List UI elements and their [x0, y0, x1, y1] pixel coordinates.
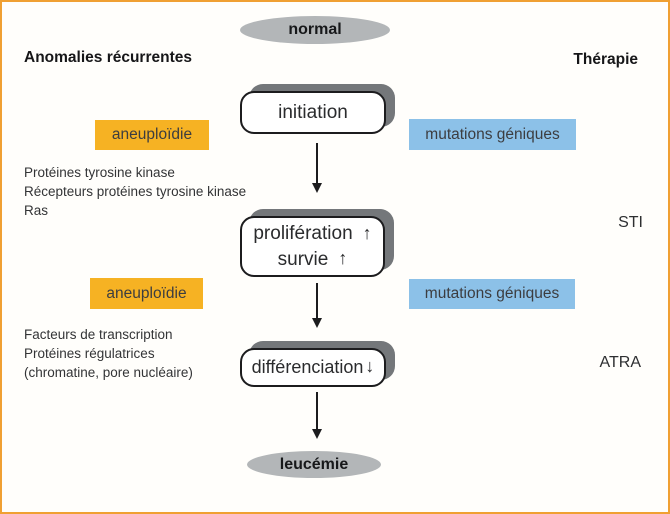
differentiation-label: différenciation [251, 357, 364, 378]
differentiation-row: différenciation ↓ [252, 355, 375, 379]
anomalies-group-2-line-3: (chromatine, pore nucléaire) [24, 365, 193, 380]
aneuploidy-tag-1: aneuploïdie [95, 120, 209, 150]
initiation-label: initiation [278, 101, 348, 123]
leukemia-state-label: leucémie [279, 455, 349, 473]
down-arrow-icon: ↓ [365, 356, 375, 377]
anomalies-group-2-line-1: Facteurs de transcription [24, 327, 173, 342]
arrow-proliferation-to-differentiation [316, 283, 318, 319]
leukemia-state-node: leucémie [247, 451, 381, 478]
proliferation-survival-node: prolifération ↑ survie ↑ [240, 209, 394, 277]
aneuploidy-tag-2: aneuploïdie [90, 278, 203, 309]
therapy-atra-label: ATRA [599, 354, 641, 371]
anomalies-group-1-line-3: Ras [24, 203, 49, 218]
survival-label: survie [277, 248, 329, 270]
proliferation-survival-node-face: prolifération ↑ survie ↑ [240, 216, 385, 277]
proliferation-row: prolifération ↑ [253, 221, 371, 247]
initiation-node: initiation [240, 84, 395, 134]
proliferation-label: prolifération [253, 222, 353, 244]
gene-mutations-tag-2: mutations géniques [409, 279, 575, 309]
anomalies-group-1-line-2: Récepteurs protéines tyrosine kinase [24, 184, 247, 199]
therapy-heading: Thérapie [573, 51, 638, 68]
arrow-differentiation-to-leukemia [316, 392, 318, 430]
anomalies-group-1-line-1: Protéines tyrosine kinase [24, 165, 175, 180]
differentiation-node-face: différenciation ↓ [240, 348, 386, 387]
arrow-initiation-to-proliferation [316, 143, 318, 184]
normal-state-label: normal [288, 21, 342, 38]
gene-mutations-tag-1: mutations géniques [409, 119, 576, 150]
initiation-node-face: initiation [240, 91, 386, 134]
therapy-sti-label: STI [618, 214, 643, 231]
survival-row: survie ↑ [278, 247, 348, 273]
differentiation-node: différenciation ↓ [240, 341, 395, 387]
up-arrow-icon: ↑ [338, 248, 348, 269]
anomalies-group-1: Protéines tyrosine kinase Récepteurs pro… [24, 163, 246, 220]
up-arrow-icon: ↑ [362, 222, 372, 243]
anomalies-group-2: Facteurs de transcription Protéines régu… [24, 325, 193, 382]
anomalies-group-2-line-2: Protéines régulatrices [24, 346, 155, 361]
recurrent-anomalies-heading: Anomalies récurrentes [24, 49, 192, 66]
normal-state-node: normal [240, 16, 390, 44]
